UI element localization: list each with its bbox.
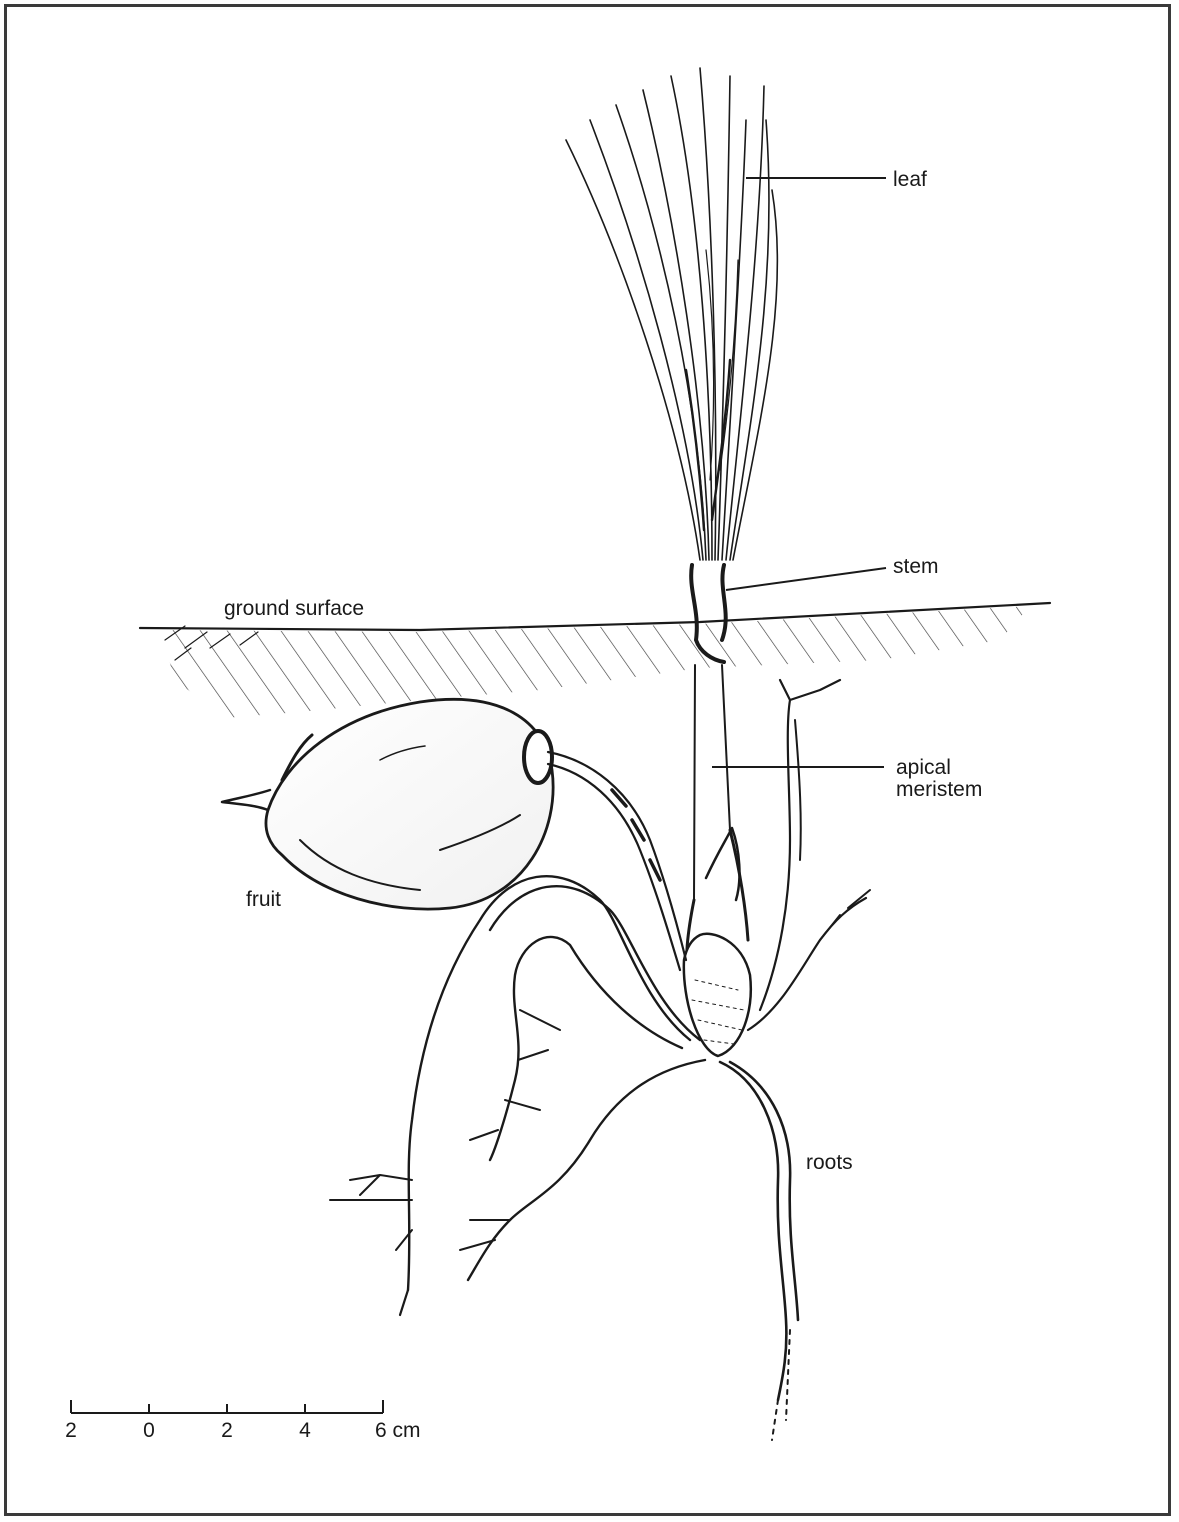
- label-apical-meristem-line1: apical: [896, 756, 951, 779]
- stem-leader: [726, 568, 886, 590]
- leaves: [566, 68, 777, 560]
- label-fruit: fruit: [246, 888, 281, 911]
- label-leaf: leaf: [893, 168, 927, 191]
- haustorium-cord: [548, 752, 686, 970]
- fruit: [222, 699, 553, 909]
- scale-tick-label: 2: [65, 1419, 77, 1442]
- scale-tick-label: 4: [299, 1419, 311, 1442]
- scale-tick-label: 2: [221, 1419, 233, 1442]
- label-roots: roots: [806, 1151, 853, 1174]
- label-stem: stem: [893, 555, 939, 578]
- scale-tick-label: 0: [143, 1419, 155, 1442]
- soil-hatching: [160, 606, 1030, 718]
- ground: [140, 603, 1050, 718]
- scale-tick-label: 6 cm: [375, 1419, 421, 1442]
- label-ground-surface: ground surface: [224, 597, 364, 620]
- scale-bar: 2 0 2 4 6 cm: [65, 1400, 420, 1442]
- label-apical-meristem-line2: meristem: [896, 778, 982, 801]
- apical-meristem-base: [684, 934, 751, 1056]
